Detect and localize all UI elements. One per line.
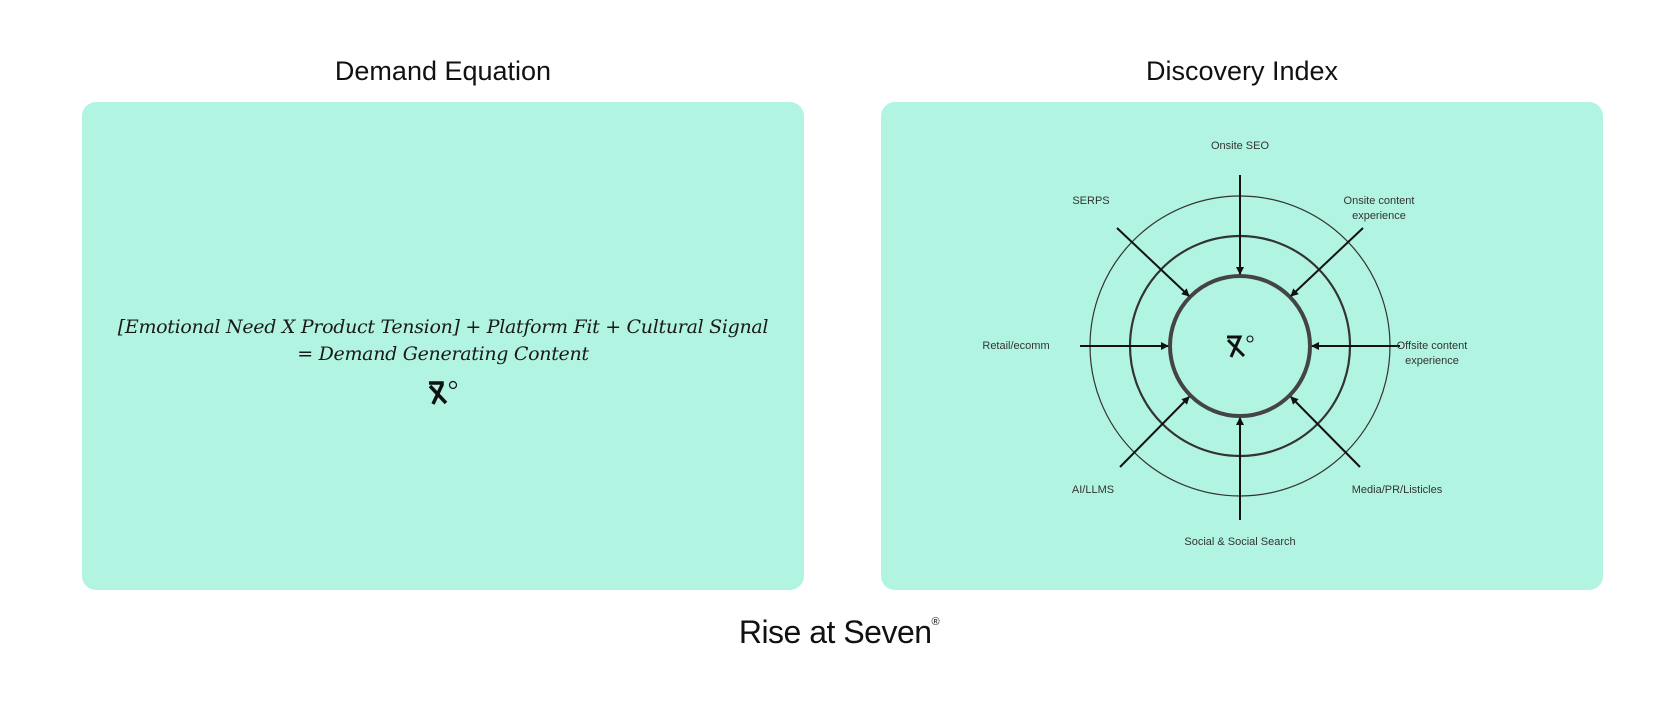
arrow-top-left [1116,227,1190,297]
formula-line-2: = Demand Generating Content [297,343,589,365]
label-onsite-seo: Onsite SEO [1211,140,1270,152]
label-social: Social & Social Search [1184,536,1295,548]
label-offsite-content-1: Offsite content [1397,340,1468,352]
center-logo-icon [1226,335,1254,358]
seven-logo-icon [428,380,458,405]
label-serps: SERPS [1072,195,1109,207]
arrow-bottom-right [1290,396,1361,468]
inner-ring [1168,274,1312,418]
brand-logo: Rise at Seven® [738,614,940,650]
label-media-pr: Media/PR/Listicles [1352,484,1443,496]
discovery-index-title: Discovery Index [1145,56,1339,86]
discovery-index-card [881,102,1603,590]
label-onsite-content-1: Onsite content [1344,195,1415,207]
formula-line-1: [Emotional Need X Product Tension] + Pla… [117,316,769,338]
demand-equation-title: Demand Equation [334,56,552,86]
demand-formula: [Emotional Need X Product Tension] + Pla… [82,314,804,368]
demand-equation-card: [Emotional Need X Product Tension] + Pla… [82,102,804,590]
label-offsite-content-2: experience [1405,355,1459,367]
arrows [1080,175,1400,520]
brand-name: Rise at Seven [738,614,932,650]
label-ai-llms: AI/LLMS [1072,484,1114,496]
label-retail: Retail/ecomm [982,340,1049,352]
arrow-bottom-left [1119,396,1190,468]
label-onsite-content-2: experience [1352,210,1406,222]
arrow-top-right [1290,227,1364,297]
